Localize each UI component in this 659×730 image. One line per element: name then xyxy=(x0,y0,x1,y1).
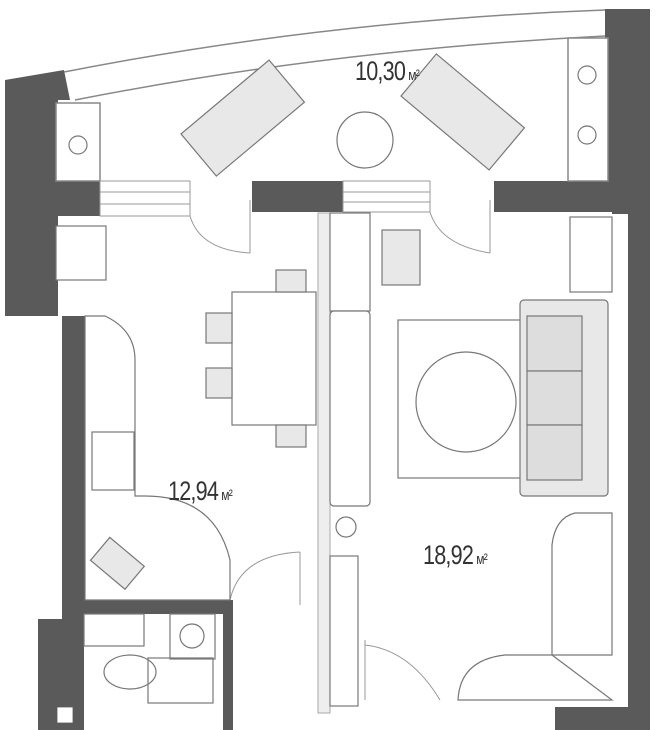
sunbed-left xyxy=(180,59,306,177)
desk xyxy=(329,212,371,312)
balcony-outline xyxy=(55,9,609,182)
area-value: 12,94 xyxy=(168,476,219,506)
area-unit: м² xyxy=(221,487,232,504)
closet xyxy=(551,512,613,656)
boiler xyxy=(55,225,107,281)
wall-left xyxy=(63,316,85,619)
wardrobe xyxy=(329,310,371,507)
wall-bottom-right xyxy=(555,707,650,730)
wall-balcony-left xyxy=(58,181,100,216)
toilet xyxy=(103,654,157,690)
wall-left-top xyxy=(5,70,84,730)
stove xyxy=(91,431,135,491)
area-unit: м² xyxy=(408,67,419,84)
area-unit: м² xyxy=(476,551,487,568)
furniture xyxy=(55,53,614,723)
wall-balcony-right xyxy=(494,181,614,212)
dining-table xyxy=(231,291,317,426)
area-value: 10,30 xyxy=(355,56,406,86)
hanger-unit xyxy=(457,654,614,701)
shoe-cabinet xyxy=(329,555,359,707)
sink xyxy=(89,536,146,591)
chair xyxy=(381,229,421,286)
sunbed-right xyxy=(400,53,526,171)
interior-partition xyxy=(317,212,331,714)
coffee-table xyxy=(415,351,517,453)
balcony-table xyxy=(336,111,394,169)
area-value: 18,92 xyxy=(423,540,474,570)
wall-right xyxy=(605,9,650,730)
windows xyxy=(99,180,431,217)
kitchen-counter xyxy=(84,315,231,601)
wall-bath-top xyxy=(84,600,231,614)
doors xyxy=(189,200,491,701)
wall-balcony-mid xyxy=(252,181,343,212)
walls xyxy=(5,9,650,730)
wall-bath-right xyxy=(223,600,233,730)
bath-fixture xyxy=(83,613,145,647)
